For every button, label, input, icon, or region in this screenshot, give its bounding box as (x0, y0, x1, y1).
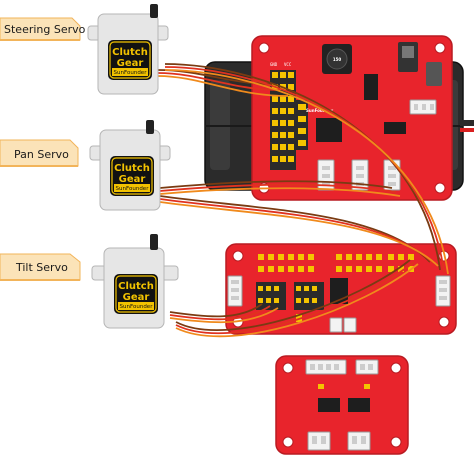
driver-chip (364, 74, 378, 100)
robot-hat-board: 150 GND VCC (251, 35, 453, 201)
label-tilt-servo: Tilt Servo (0, 253, 81, 281)
servo-horn-tilt (150, 234, 158, 250)
label-tilt-servo-text: Tilt Servo (15, 261, 68, 274)
header-label-gnd: GND (270, 62, 278, 67)
steering-servo: Clutch Gear SunFounder (87, 4, 169, 95)
servo-logo-line1: Clutch (112, 47, 148, 58)
i2c-connector-right[interactable] (435, 275, 451, 307)
motor-input-connector[interactable] (305, 359, 347, 375)
label-steering-servo-text: Steering Servo (4, 23, 86, 36)
battery-wire-black (460, 120, 474, 126)
pwm-header-left[interactable] (270, 70, 296, 170)
motor-output-left[interactable] (307, 431, 331, 451)
bottom-connector-b[interactable] (343, 317, 357, 333)
servo-logo-brand: SunFounder (116, 186, 150, 192)
motor-chip-a (318, 398, 340, 412)
servo-logo-line2: Gear (119, 174, 146, 185)
servo-logo-line1: Clutch (118, 281, 154, 292)
label-pan-servo-text: Pan Servo (14, 148, 69, 161)
pwm-header-middle[interactable] (256, 252, 414, 282)
connector-4[interactable] (409, 99, 437, 115)
bottom-connector-a[interactable] (329, 317, 343, 333)
mcu-chip (316, 118, 342, 142)
servo-horn-steering (150, 4, 158, 18)
servo-logo-line1: Clutch (114, 163, 150, 174)
i2c-connector-left[interactable] (227, 275, 243, 307)
label-pan-servo: Pan Servo (0, 139, 79, 167)
connector-3[interactable] (383, 159, 401, 191)
adc-header[interactable] (296, 100, 308, 150)
board-silk-brand: SunFounder (306, 108, 333, 113)
pan-servo: Clutch Gear SunFounder (89, 120, 171, 211)
tilt-servo: Clutch Gear SunFounder (91, 234, 179, 329)
servo-horn-pan (146, 120, 154, 134)
amp-chip (384, 122, 406, 134)
servo-logo-line2: Gear (117, 58, 144, 69)
inductor-marking: 150 (333, 57, 342, 62)
usb-port (426, 62, 442, 86)
battery-wire-red (460, 128, 474, 132)
label-steering-servo: Steering Servo (0, 17, 86, 41)
header-label-vcc: VCC (284, 62, 292, 67)
servo-wires (157, 63, 449, 338)
motor-power-connector[interactable] (355, 359, 379, 375)
motor-driver-board (275, 355, 409, 455)
servo-logo-brand: SunFounder (120, 304, 154, 310)
motor-chip-b (348, 398, 370, 412)
servo-logo-brand: SunFounder (114, 70, 148, 76)
servo-logo-line2: Gear (123, 292, 150, 303)
motor-output-right[interactable] (347, 431, 371, 451)
servo-driver-board (225, 243, 457, 335)
connector-2[interactable] (351, 159, 369, 191)
